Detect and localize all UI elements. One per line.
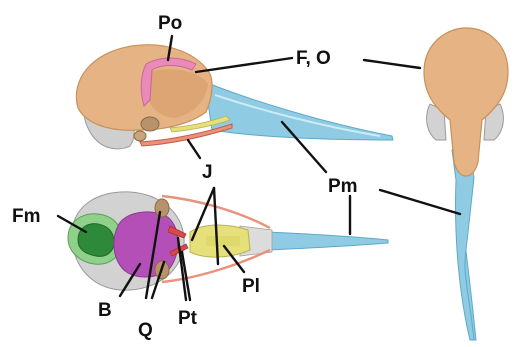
leader-fo-lateral	[196, 58, 292, 72]
leader-fo-dorsal	[364, 60, 420, 68]
lateral-quadrate	[141, 117, 159, 131]
label-q: Q	[138, 320, 153, 341]
dorsal-cranium	[424, 28, 508, 176]
leader-pm-dorsal	[380, 190, 460, 214]
leader-j-upper	[188, 140, 200, 158]
dorsal-premaxilla-base	[452, 150, 474, 340]
label-j: J	[202, 162, 213, 183]
ventral-premaxilla	[268, 232, 388, 250]
dorsal-view	[424, 28, 508, 340]
label-pm: Pm	[328, 176, 358, 197]
label-pl: Pl	[242, 276, 260, 297]
lateral-premaxilla	[205, 82, 393, 140]
label-b: B	[98, 300, 112, 321]
ventral-view	[68, 192, 388, 290]
label-fm: Fm	[12, 206, 41, 227]
ventral-quadrate-upper	[155, 199, 169, 217]
label-fo: F, O	[296, 48, 331, 69]
ventral-palatine-detail	[206, 236, 240, 246]
ventral-foramen-magnum-inner	[78, 224, 114, 257]
lateral-view	[76, 45, 393, 149]
lateral-quadrate-2	[134, 131, 146, 141]
label-pt: Pt	[178, 308, 198, 329]
label-po: Po	[158, 13, 182, 34]
